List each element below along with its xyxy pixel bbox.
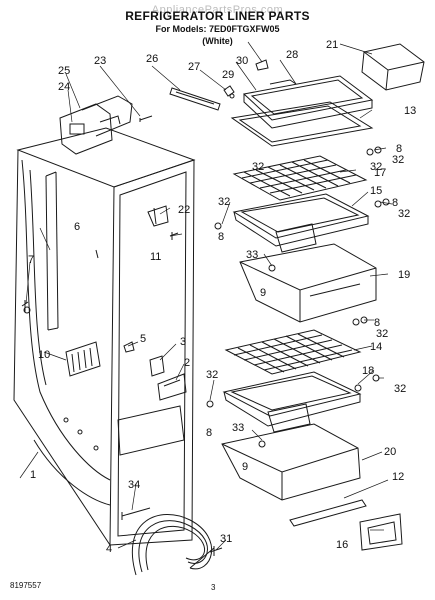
callout-label: 20 — [384, 446, 396, 458]
callout-labels: 1 2 3 4 5 6 7 8 8 8 8 8 9 9 10 11 12 13 … — [28, 39, 416, 555]
leader-lines — [19, 41, 393, 551]
clip-30 — [255, 59, 269, 71]
page-number: 3 — [211, 583, 216, 592]
tubing-coil — [131, 514, 215, 576]
bracket-27 — [223, 85, 235, 97]
dairy-bin — [361, 43, 425, 91]
grille-10 — [65, 341, 101, 377]
watermark-text: AppliancePartsPros.com — [151, 4, 284, 16]
document-number: 8197557 — [10, 581, 42, 590]
callout-label: 15 — [370, 185, 382, 197]
callout-label: 32 — [370, 161, 382, 173]
callout-label: 8 — [218, 231, 224, 243]
callout-label: 11 — [150, 251, 161, 263]
callout-label: 3 — [180, 336, 186, 348]
callout-label: 32 — [206, 369, 218, 381]
callout-label: 8 — [392, 197, 398, 209]
callout-label: 32 — [394, 383, 406, 395]
callout-label: 10 — [38, 349, 50, 361]
screw-34 — [121, 507, 151, 520]
shelf-frame-13 — [230, 101, 374, 147]
fasteners — [206, 93, 390, 448]
callout-label: 24 — [58, 81, 70, 93]
callout-label: 2 — [184, 357, 190, 369]
callout-label: 13 — [404, 105, 416, 117]
crisper-cover — [275, 223, 317, 253]
callout-label: 32 — [252, 161, 264, 173]
callout-label: 1 — [30, 469, 36, 481]
crisper-cover-lower — [267, 403, 311, 433]
callout-label: 26 — [146, 53, 158, 65]
callout-label: 18 — [362, 365, 374, 377]
callout-label: 8 — [374, 317, 380, 329]
crisper-drawer-20 — [221, 423, 361, 501]
callout-label: 16 — [336, 539, 348, 551]
callout-label: 29 — [222, 69, 234, 81]
shelf-frame-18 — [222, 371, 362, 427]
callout-label: 33 — [246, 249, 258, 261]
crisper-drawer-19 — [239, 243, 377, 323]
clip-3 — [149, 355, 165, 377]
model-line: For Models: 7ED0FTGXFW05 — [155, 24, 280, 34]
glass-shelf-17 — [232, 155, 368, 201]
callout-label: 8 — [396, 143, 402, 155]
callout-label: 33 — [232, 422, 244, 434]
callout-label: 25 — [58, 65, 70, 77]
callout-label: 21 — [326, 39, 338, 51]
top-shelf-frame — [242, 75, 374, 129]
callout-label: 32 — [392, 154, 404, 166]
diagram-title: REFRIGERATOR LINER PARTS — [125, 9, 310, 23]
bracket-22 — [147, 205, 169, 227]
callout-label: 19 — [398, 269, 410, 281]
callout-label: 30 — [236, 55, 248, 67]
panel-16 — [359, 513, 403, 551]
callout-label: 8 — [206, 427, 212, 439]
screw-7 — [21, 300, 29, 312]
callout-label: 32 — [218, 196, 230, 208]
callout-label: 23 — [94, 55, 106, 67]
shelf-frame-15 — [232, 193, 370, 247]
callout-label: 5 — [140, 333, 146, 345]
screw-23 — [139, 115, 153, 122]
callout-label: 31 — [220, 533, 232, 545]
callout-label: 28 — [286, 49, 298, 61]
liner-cabinet — [13, 127, 196, 547]
control-housing — [59, 95, 133, 155]
callout-label: 4 — [106, 543, 112, 555]
clip-5 — [123, 341, 135, 353]
callout-label: 17 — [374, 167, 386, 179]
callout-label: 9 — [242, 461, 248, 473]
callout-label: 27 — [188, 61, 200, 73]
callout-label: 14 — [370, 341, 382, 353]
callout-label: 9 — [260, 287, 266, 299]
callout-label: 22 — [178, 204, 190, 216]
callout-label: 32 — [376, 328, 388, 340]
color-line: (White) — [202, 36, 233, 46]
liner-rail — [169, 87, 221, 111]
callout-label: 34 — [128, 479, 140, 491]
callout-label: 32 — [398, 208, 410, 220]
callout-label: 12 — [392, 471, 404, 483]
glass-shelf-14 — [224, 329, 362, 375]
callout-label: 6 — [74, 221, 80, 233]
bracket-2 — [157, 373, 187, 401]
rail-12 — [289, 499, 367, 527]
callout-label: 7 — [28, 254, 34, 266]
